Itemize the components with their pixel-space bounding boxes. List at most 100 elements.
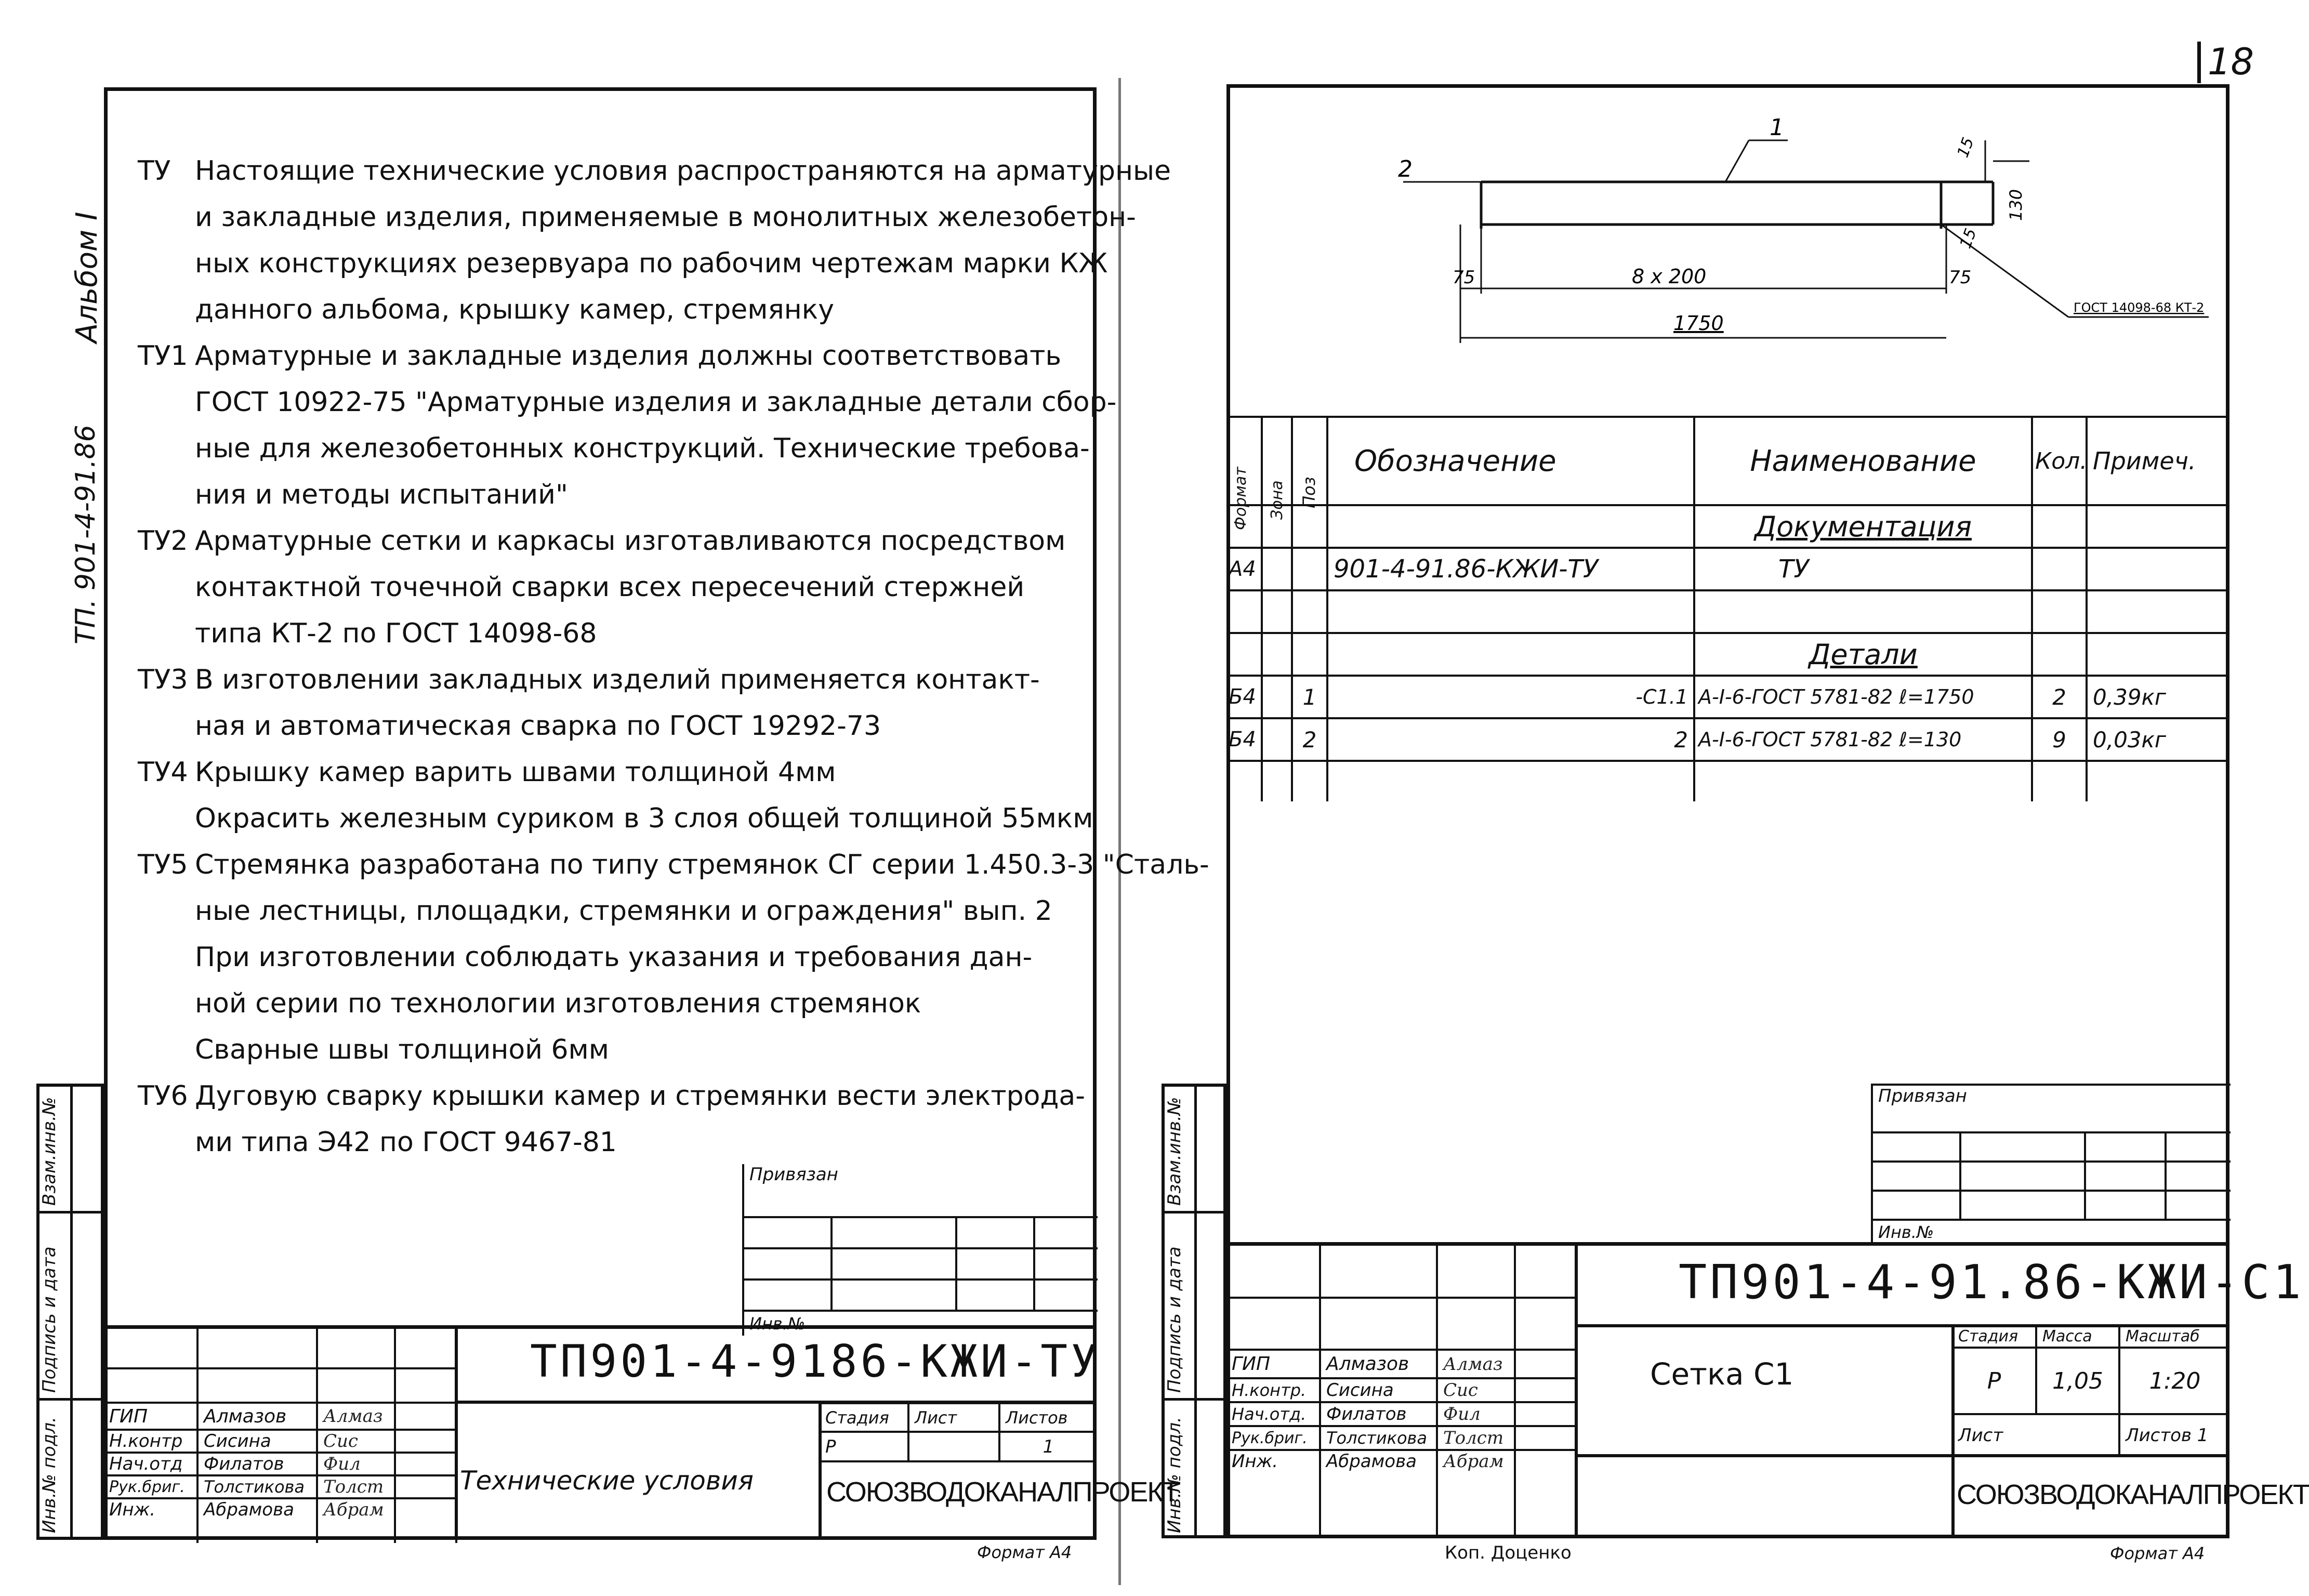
left-role-5-sig: Абрам <box>316 1497 396 1543</box>
right-role-4-name: Толстикова <box>1319 1425 1438 1451</box>
left-role-4: Рук.бриг. <box>104 1474 199 1499</box>
left-stamp-sep1 <box>36 1211 104 1214</box>
left-stamp-sep2 <box>36 1398 104 1401</box>
right-stamp-sign: Подпись и дата <box>1164 1246 1185 1393</box>
page-number: 18 <box>2208 41 2254 83</box>
left-sheet-frame <box>104 87 1097 1540</box>
right-role-2: Н.контр. <box>1226 1377 1321 1403</box>
left-privyazan-box: Привязан Инв.№ <box>742 1164 1098 1336</box>
spec-header-note: Примеч. <box>2086 416 2229 506</box>
spec-header-zone: Зона <box>1261 416 1293 520</box>
page-number-rule <box>2197 42 2201 83</box>
spec-table: Формат Зона Поз Обозначение Наименование… <box>1226 416 2229 801</box>
left-role-2-name: Сисина <box>196 1429 318 1454</box>
tu-line: ной серии по технологии изготовления стр… <box>195 988 921 1019</box>
left-format: Формат А4 <box>977 1542 1072 1562</box>
right-role-3-name: Филатов <box>1319 1401 1438 1427</box>
right-mass-value: 1,05 <box>2035 1347 2120 1415</box>
left-stamp-inv: Инв.№ подл. <box>39 1417 60 1533</box>
tu-line: Сварные швы толщиной 6мм <box>195 1034 610 1065</box>
center-fold <box>1118 78 1121 1585</box>
tu-line: данного альбома, крышку камер, стремянку <box>195 294 834 325</box>
left-role-1-name: Алмазов <box>196 1402 318 1431</box>
dim-spacing: 8 x 200 <box>1632 265 1706 288</box>
album-label: Альбом I <box>70 212 104 343</box>
album-code: ТП. 901-4-91.86 <box>70 425 101 644</box>
tu-line: ная и автоматическая сварка по ГОСТ 1929… <box>195 710 881 742</box>
right-role-2-name: Сисина <box>1319 1377 1438 1403</box>
right-role-1-name: Алмазов <box>1319 1349 1438 1379</box>
right-tb-hdiv2 <box>1575 1454 2229 1457</box>
dim-15-bottom: 15 <box>1957 226 1981 251</box>
table-row: Б4 2 2 А-I-6-ГОСТ 5781-82 ℓ=130 9 0,03кг <box>1226 717 2229 762</box>
weld-note: ГОСТ 14098-68 КТ-2 <box>2074 300 2204 315</box>
tu-line: ния и методы испытаний" <box>195 479 568 510</box>
spec-header-name: Наименование <box>1693 416 2033 506</box>
right-stage-value: Р <box>1953 1347 2037 1415</box>
right-role-3-sig: Фил <box>1436 1401 1516 1427</box>
right-doc-code: ТП901-4-91.86-КЖИ-С1 <box>1679 1255 2304 1310</box>
mesh-drawing: 1 2 8 x 200 75 75 1750 15 15 130 ГОСТ 14… <box>1398 114 2209 343</box>
tu-line: Окрасить железным суриком в 3 слоя общей… <box>195 803 1093 834</box>
pos-1-label: 1 <box>1770 114 1784 141</box>
mesh-outline <box>1480 180 1995 229</box>
spec-header-qty: Кол. <box>2031 416 2088 506</box>
spec-header-designation: Обозначение <box>1326 416 1695 506</box>
left-role-2-sig: Сис <box>316 1429 396 1454</box>
left-role-3: Нач.отд <box>104 1452 199 1476</box>
right-scale-label: Масштаб <box>2118 1326 2229 1349</box>
right-title-block <box>1226 1242 2229 1538</box>
left-stamp-sign: Подпись и дата <box>39 1246 60 1393</box>
left-role-5-name: Абрамова <box>196 1497 318 1543</box>
left-role-2: Н.контр <box>104 1429 199 1454</box>
left-role-5: Инж. <box>104 1497 199 1543</box>
tu-line: ные лестницы, площадки, стремянки и огра… <box>195 895 1052 927</box>
right-org: СОЮЗВОДОКАНАЛПРОЕКТ <box>1957 1479 2309 1510</box>
right-sheet-label: Лист <box>1953 1413 2120 1456</box>
spec-header-format: Формат <box>1226 416 1263 530</box>
right-role-5-sig: Абрам <box>1436 1449 1516 1538</box>
right-role-1: ГИП <box>1226 1349 1321 1379</box>
tu-line: типа КТ-2 по ГОСТ 14098-68 <box>195 618 597 649</box>
right-privyazan-box: Привязан Инв.№ <box>1870 1084 2231 1243</box>
left-role-4-sig: Толст <box>316 1474 396 1499</box>
left-role-4-name: Толстикова <box>196 1474 318 1499</box>
left-stamp-divider <box>70 1084 73 1540</box>
right-stamp-divider <box>1194 1084 1197 1538</box>
left-tb-vdiv <box>455 1325 458 1540</box>
copied-by: Коп. Доценко <box>1445 1542 1572 1563</box>
right-role-3: Нач.отд. <box>1226 1401 1321 1427</box>
right-mass-label: Масса <box>2035 1326 2120 1349</box>
dim-right-end: 75 <box>1949 267 1971 288</box>
left-stage-value: Р <box>820 1431 909 1462</box>
right-stage-grid: Стадия Масса Масштаб Р 1,05 1:20 Лист Ли… <box>1953 1326 2229 1456</box>
right-stamp-strip <box>1162 1084 1226 1538</box>
left-doc-name: Технические условия <box>460 1466 754 1496</box>
left-org: СОЮЗВОДОКАНАЛПРОЕКТ <box>826 1476 1180 1508</box>
right-sheets-label: Листов 1 <box>2118 1413 2229 1456</box>
pos-2-label: 2 <box>1398 156 1413 182</box>
dimension-lines <box>1403 139 2209 343</box>
left-stage-label: Стадия <box>820 1402 909 1433</box>
right-sheet-frame <box>1226 84 2229 1538</box>
tu-line: контактной точечной сварки всех пересече… <box>195 572 1025 603</box>
spec-section-parts: Детали <box>1693 632 2033 677</box>
left-title-block <box>104 1325 1097 1540</box>
right-tb-hdiv <box>1575 1324 2229 1327</box>
tu-line: ных конструкциях резервуара по рабочим ч… <box>195 248 1108 279</box>
right-inv-label: Инв.№ <box>1870 1219 2231 1243</box>
tu-line: ные для железобетонных конструкций. Техн… <box>195 433 1090 464</box>
right-scale-value: 1:20 <box>2118 1347 2229 1415</box>
spec-section-docs: Документация <box>1693 504 2033 549</box>
right-role-5-name: Абрамова <box>1319 1449 1438 1538</box>
left-role-3-sig: Фил <box>316 1452 396 1476</box>
right-role-1-sig: Алмаз <box>1436 1349 1516 1379</box>
